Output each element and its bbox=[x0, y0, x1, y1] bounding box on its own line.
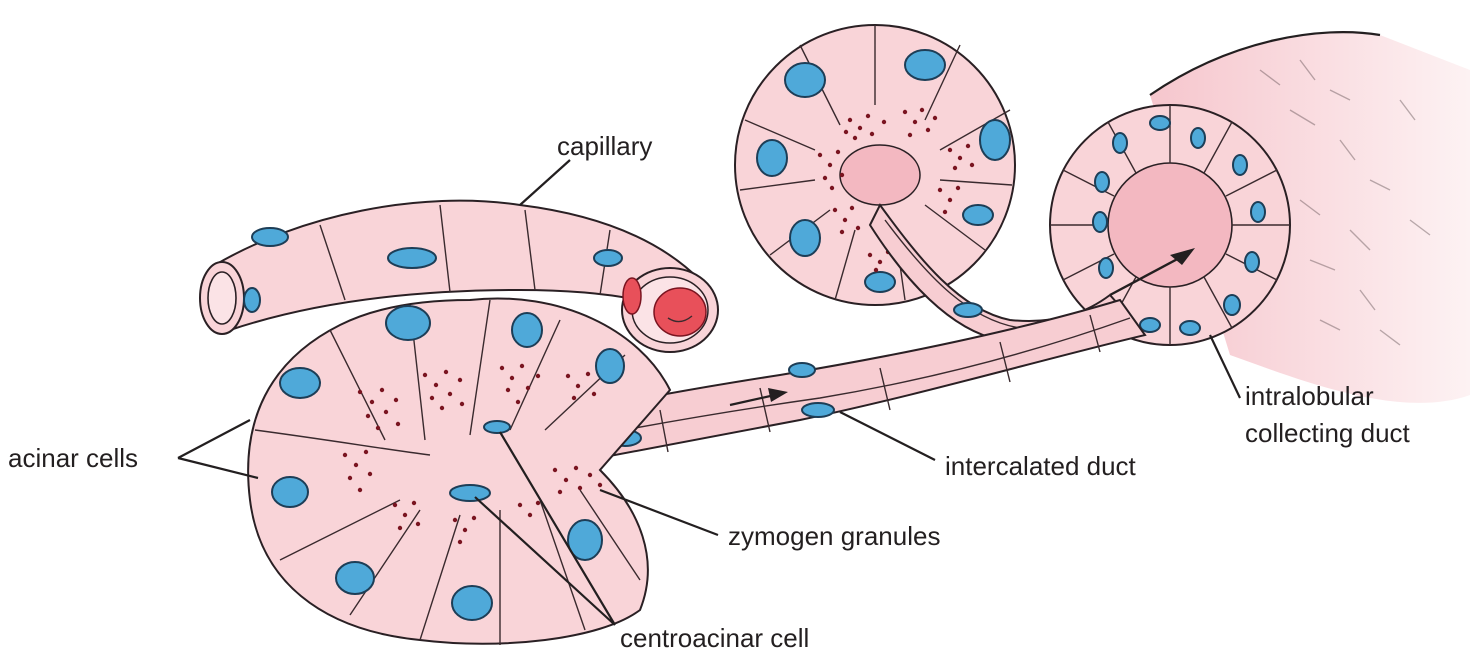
collecting-duct-tube bbox=[1050, 32, 1470, 403]
label-intralobular-line1: intralobular bbox=[1245, 381, 1374, 411]
upper-acinus bbox=[735, 25, 1015, 305]
label-centroacinar-cell: centroacinar cell bbox=[620, 623, 809, 653]
red-blood-cell-edge bbox=[623, 278, 641, 314]
label-zymogen-granules: zymogen granules bbox=[728, 521, 940, 551]
label-capillary: capillary bbox=[557, 131, 652, 161]
label-zymogen-granules-group: zymogen granules bbox=[600, 490, 940, 551]
label-intercalated-duct-group: intercalated duct bbox=[840, 412, 1137, 481]
label-acinar-cells: acinar cells bbox=[8, 443, 138, 473]
label-intralobular-line2: collecting duct bbox=[1245, 418, 1411, 448]
lower-acinus bbox=[248, 298, 670, 645]
label-intercalated-duct: intercalated duct bbox=[945, 451, 1137, 481]
duct-lumen bbox=[1108, 163, 1232, 287]
label-acinar-cells-group: acinar cells bbox=[8, 420, 258, 478]
upper-acinus-lumen bbox=[840, 145, 920, 205]
red-blood-cell bbox=[654, 288, 706, 336]
label-capillary-group: capillary bbox=[520, 131, 652, 205]
